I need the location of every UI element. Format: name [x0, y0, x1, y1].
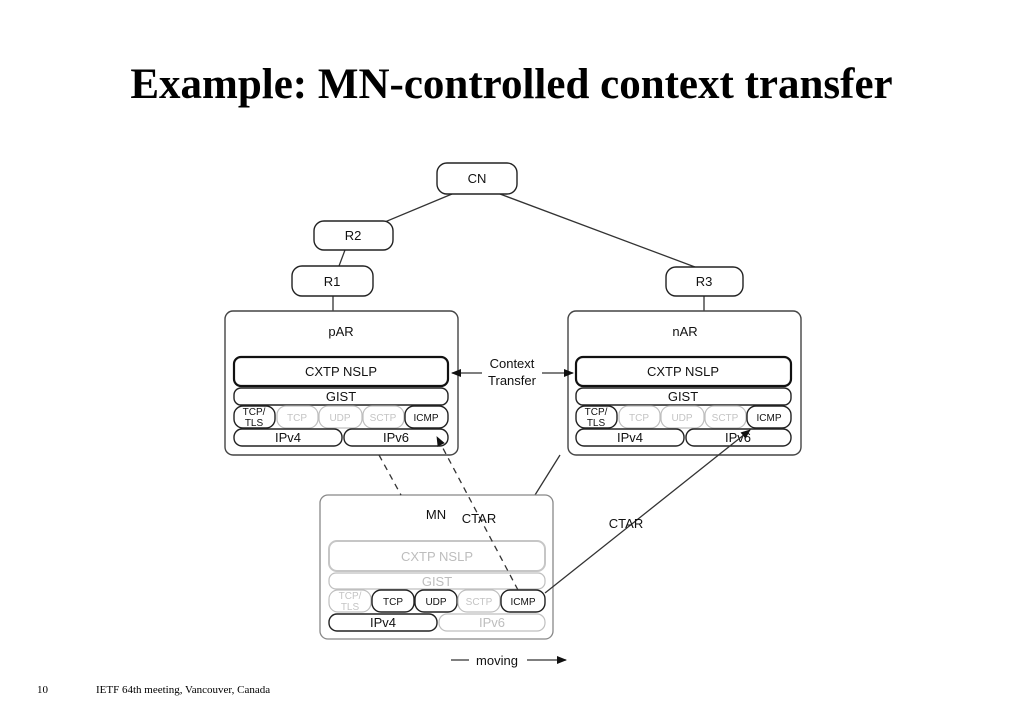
link-cn-r2: [379, 193, 453, 225]
link-mn-nar: [534, 454, 561, 496]
par-icmp: ICMP: [404, 405, 449, 429]
svg-text:IPv4: IPv4: [370, 615, 396, 630]
nar-icmp: ICMP: [746, 405, 792, 429]
par-sctp: SCTP: [362, 405, 405, 429]
moving-label: moving: [476, 653, 518, 668]
nar-gist: GIST: [575, 387, 792, 406]
mn-label: MN: [426, 507, 446, 522]
mn-ipv6: IPv6: [438, 613, 546, 632]
svg-text:TCP: TCP: [383, 597, 403, 608]
cn-label: CN: [468, 171, 487, 186]
svg-text:UDP: UDP: [329, 413, 350, 424]
svg-text:TCP/: TCP/: [243, 407, 266, 418]
svg-text:SCTP: SCTP: [466, 597, 493, 608]
nar-cxtp-nslp: CXTP NSLP: [574, 355, 793, 388]
svg-text:UDP: UDP: [671, 413, 692, 424]
par-tcp: TCP: [276, 405, 319, 429]
mn-udp: UDP: [414, 589, 458, 613]
r2-node: R2: [313, 220, 394, 251]
nar-udp: UDP: [660, 405, 705, 429]
svg-text:IPv6: IPv6: [479, 615, 505, 630]
svg-text:TLS: TLS: [245, 418, 264, 429]
svg-text:CXTP NSLP: CXTP NSLP: [305, 364, 377, 379]
svg-text:CXTP NSLP: CXTP NSLP: [647, 364, 719, 379]
svg-text:GIST: GIST: [326, 389, 356, 404]
link-r2-r1: [338, 249, 346, 267]
svg-text:GIST: GIST: [668, 389, 698, 404]
dashed-path-par-ipv4: [378, 454, 402, 496]
svg-text:UDP: UDP: [425, 597, 446, 608]
mn-node: MN CXTP NSLP GIST TCP/ TLS TCP UDP SCTP: [319, 494, 554, 640]
svg-text:GIST: GIST: [422, 574, 452, 589]
svg-text:ICMP: ICMP: [757, 413, 782, 424]
par-ipv6: IPv6: [343, 428, 449, 447]
nar-sctp: SCTP: [704, 405, 747, 429]
svg-text:TCP/: TCP/: [585, 407, 608, 418]
svg-text:TCP/: TCP/: [339, 591, 362, 602]
context-transfer-label-line1: Context: [490, 356, 535, 371]
svg-text:TLS: TLS: [341, 602, 360, 613]
mn-sctp: SCTP: [457, 589, 501, 613]
ctar-label-mn: CTAR: [462, 511, 496, 526]
par-udp: UDP: [318, 405, 363, 429]
svg-text:ICMP: ICMP: [511, 597, 536, 608]
svg-text:SCTP: SCTP: [370, 413, 397, 424]
par-label: pAR: [328, 324, 353, 339]
mn-tcp: TCP: [371, 589, 415, 613]
par-gist: GIST: [233, 387, 449, 406]
svg-text:IPv4: IPv4: [275, 430, 301, 445]
svg-text:TCP: TCP: [629, 413, 649, 424]
mn-ipv4: IPv4: [328, 613, 438, 632]
slide-title: Example: MN-controlled context transfer: [130, 61, 893, 108]
r3-node: R3: [665, 266, 744, 297]
svg-text:IPv4: IPv4: [617, 430, 643, 445]
ctar-label-nar: CTAR: [609, 516, 643, 531]
svg-text:SCTP: SCTP: [712, 413, 739, 424]
page-number: 10: [37, 684, 48, 696]
cn-node: CN: [436, 162, 518, 195]
mn-tcp-tls: TCP/ TLS: [328, 589, 372, 613]
link-cn-r3: [499, 193, 696, 268]
par-cxtp-nslp: CXTP NSLP: [232, 355, 450, 388]
mn-icmp: ICMP: [500, 589, 546, 613]
r2-label: R2: [345, 228, 362, 243]
par-tcp-tls: TCP/ TLS: [233, 405, 276, 429]
par-router: pAR CXTP NSLP GIST TCP/ TLS TCP UDP SCTP: [224, 310, 459, 456]
svg-text:ICMP: ICMP: [414, 413, 439, 424]
mn-gist: GIST: [328, 572, 546, 590]
nar-tcp-tls: TCP/ TLS: [575, 405, 618, 429]
nar-label: nAR: [672, 324, 697, 339]
svg-text:IPv6: IPv6: [383, 430, 409, 445]
par-ipv4: IPv4: [233, 428, 343, 447]
r1-label: R1: [324, 274, 341, 289]
r3-label: R3: [696, 274, 713, 289]
ctar-path-mn-to-par: [436, 436, 519, 591]
nar-tcp: TCP: [618, 405, 661, 429]
nar-router: nAR CXTP NSLP GIST TCP/ TLS TCP UDP SCTP: [567, 310, 802, 456]
context-transfer-label-line2: Transfer: [488, 373, 537, 388]
svg-text:TCP: TCP: [287, 413, 307, 424]
ctar-path-mn-to-nar: [544, 429, 751, 594]
nar-ipv4: IPv4: [575, 428, 685, 447]
r1-node: R1: [291, 265, 374, 297]
mn-cxtp-nslp: CXTP NSLP: [328, 540, 546, 572]
svg-text:CXTP NSLP: CXTP NSLP: [401, 549, 473, 564]
nar-ipv6: IPv6: [685, 428, 792, 447]
svg-text:TLS: TLS: [587, 418, 606, 429]
footer-text: IETF 64th meeting, Vancouver, Canada: [96, 684, 271, 696]
